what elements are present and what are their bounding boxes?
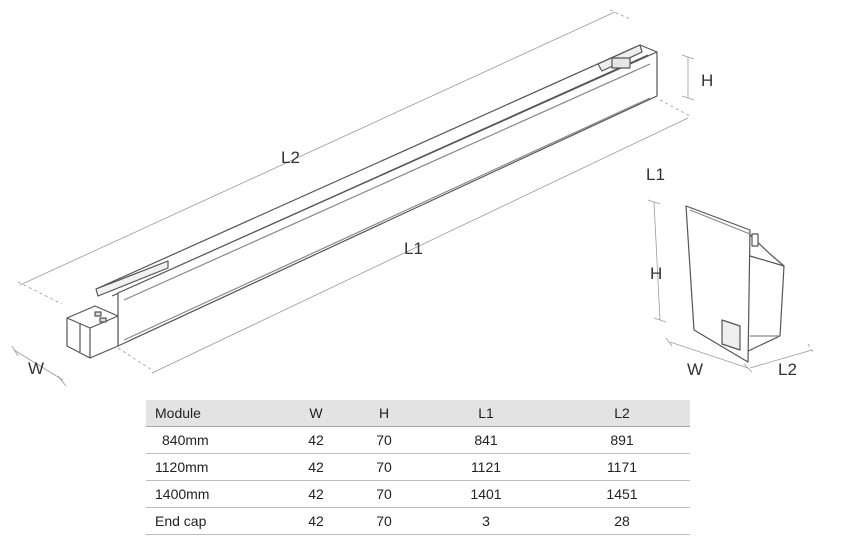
technical-drawing: L2 L1 H W L1 H W L2: [11, 9, 815, 387]
label-h-main: H: [701, 71, 713, 90]
cell-l1: 3: [418, 507, 554, 535]
label-w-main: W: [28, 359, 44, 378]
end-cap: [685, 205, 785, 363]
label-l1-cap: L1: [646, 165, 665, 184]
table-row: 840mm 42 70 841 891: [146, 426, 690, 454]
cell-h: 70: [350, 453, 418, 481]
table-header-row: Module W H L1 L2: [146, 400, 690, 427]
cell-h: 70: [350, 480, 418, 508]
header-module: Module: [146, 400, 282, 427]
table-row: End cap 42 70 3 28: [146, 507, 690, 535]
dimension-lines-main: [11, 9, 695, 387]
cell-l2: 1171: [554, 453, 690, 481]
cell-module: 1400mm: [146, 480, 282, 508]
table-row: 1120mm 42 70 1121 1171: [146, 453, 690, 481]
label-h-cap: H: [650, 264, 662, 283]
cell-module: 1120mm: [146, 453, 282, 481]
cell-w: 42: [282, 507, 350, 535]
label-w-cap: W: [687, 360, 703, 379]
cell-h: 70: [350, 426, 418, 454]
cell-l1: 841: [418, 426, 554, 454]
table-row: 1400mm 42 70 1401 1451: [146, 480, 690, 508]
cell-module: 840mm: [146, 426, 282, 454]
label-l2-cap: L2: [778, 360, 797, 379]
header-l1: L1: [418, 400, 554, 427]
cell-w: 42: [282, 453, 350, 481]
header-h: H: [350, 400, 418, 427]
header-l2: L2: [554, 400, 690, 427]
cell-w: 42: [282, 480, 350, 508]
spec-table: Module W H L1 L2 840mm 42 70 841 891 112…: [146, 400, 690, 535]
cell-l2: 1451: [554, 480, 690, 508]
cell-l1: 1121: [418, 453, 554, 481]
cell-l2: 891: [554, 426, 690, 454]
cell-w: 42: [282, 426, 350, 454]
luminaire-profile: [66, 44, 658, 359]
cell-module: End cap: [146, 507, 282, 535]
header-w: W: [282, 400, 350, 427]
cell-l2: 28: [554, 507, 690, 535]
label-l2-main: L2: [281, 148, 300, 167]
cell-l1: 1401: [418, 480, 554, 508]
label-l1-main: L1: [404, 239, 423, 258]
cell-h: 70: [350, 507, 418, 535]
dimension-lines-cap: [647, 199, 815, 373]
